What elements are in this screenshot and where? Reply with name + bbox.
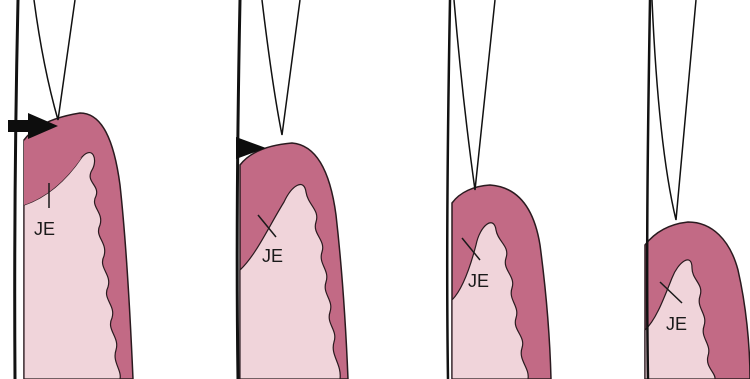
panel-stage-3: JE: [447, 0, 551, 379]
je-label: JE: [468, 271, 489, 291]
tooth-root-outline: [447, 0, 450, 379]
enamel-outline: [34, 0, 75, 120]
enamel-outline: [454, 0, 495, 190]
panel-stage-4: JE: [645, 0, 750, 379]
panel-stage-2: JE: [236, 0, 348, 379]
je-label: JE: [262, 246, 283, 266]
tooth-root-outline: [15, 0, 18, 379]
enamel-outline: [652, 0, 696, 220]
panel-stage-1: JE: [8, 0, 133, 379]
enamel-outline: [262, 0, 300, 135]
je-label: JE: [666, 314, 687, 334]
je-label: JE: [34, 219, 55, 239]
